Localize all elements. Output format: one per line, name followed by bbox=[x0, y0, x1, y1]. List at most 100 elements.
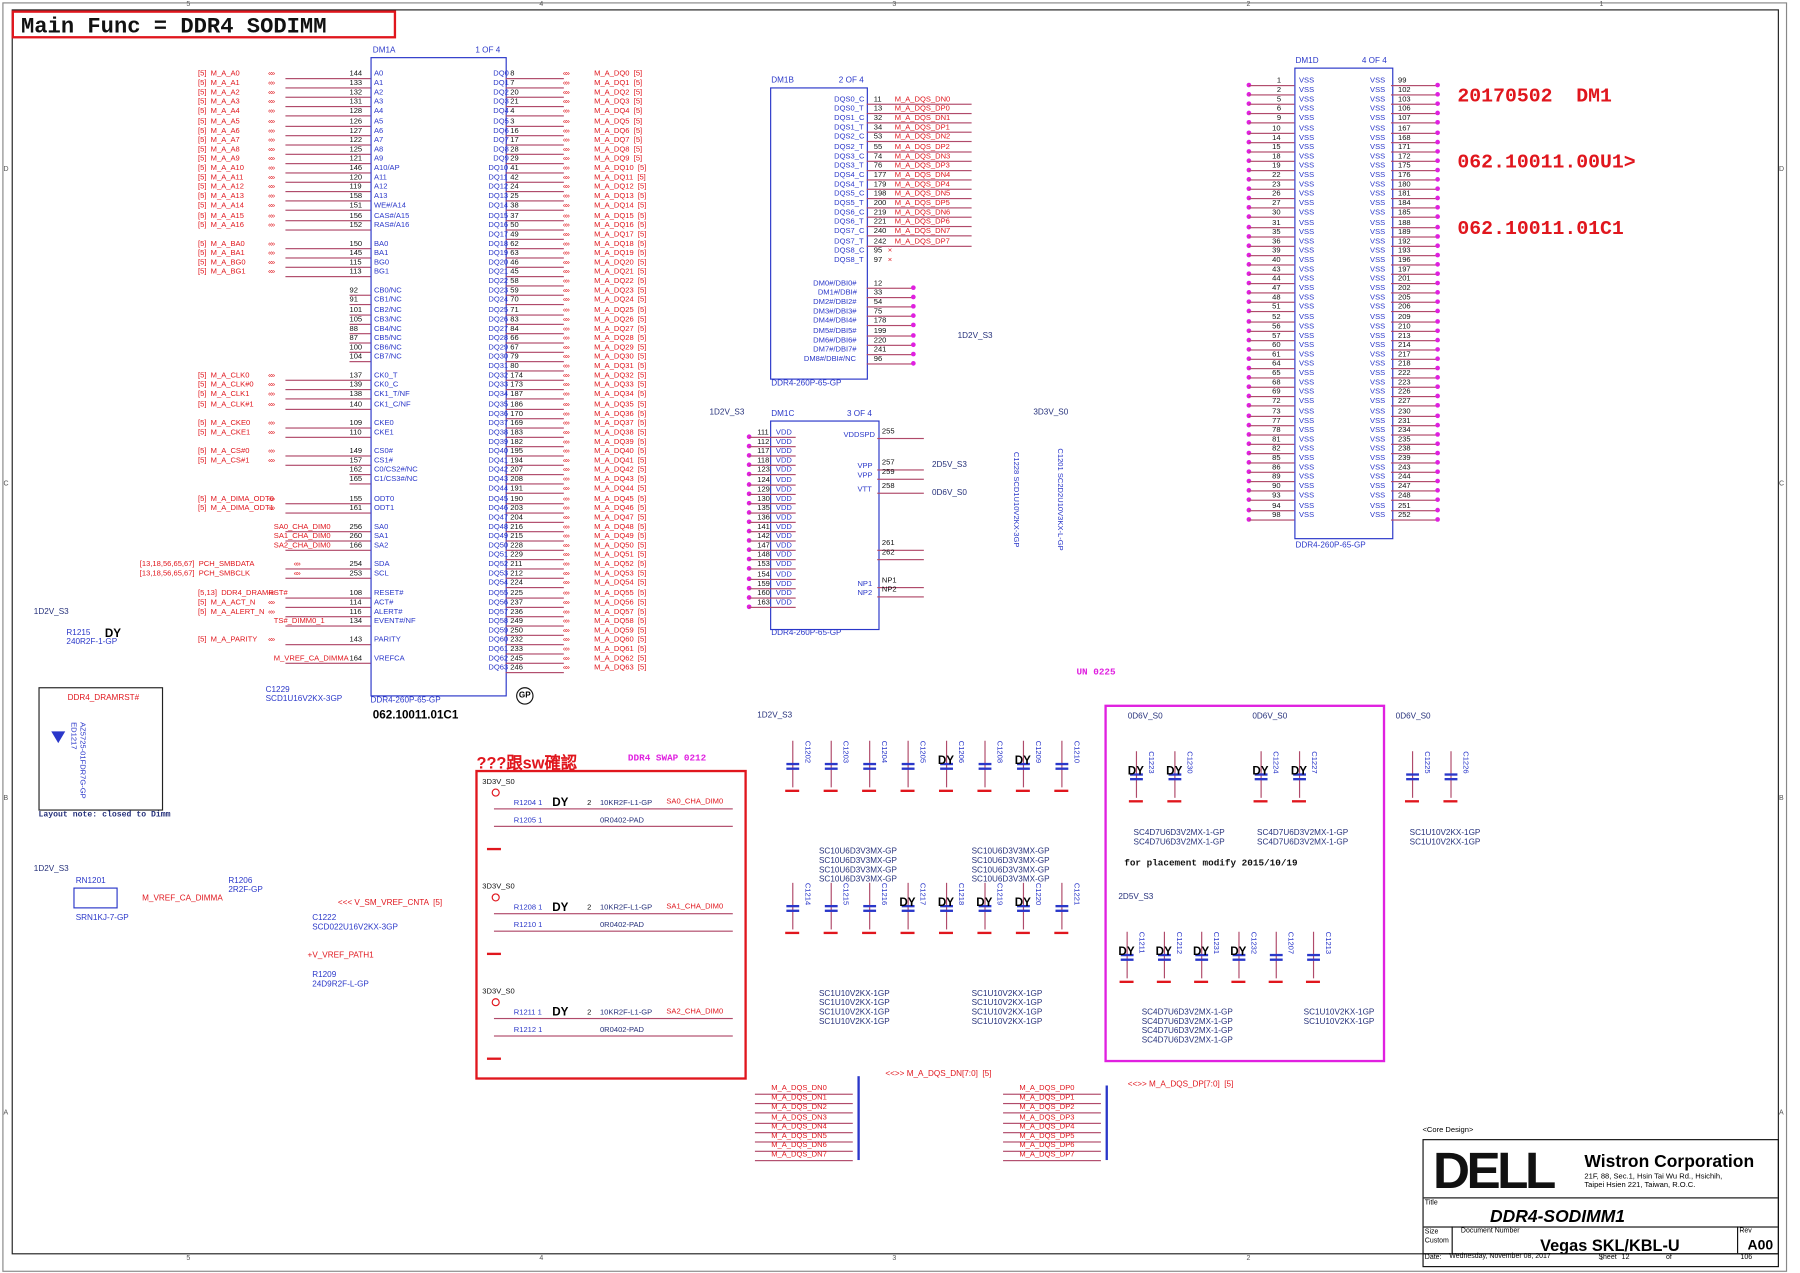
bus-dn-label[interactable]: <<>> M_A_DQS_DN[7:0] [5] bbox=[885, 1070, 992, 1079]
net-label[interactable]: M_A_DQ45 [5] bbox=[594, 494, 647, 503]
net-label[interactable]: M_A_DQS_DN6 bbox=[894, 208, 951, 217]
net-label[interactable]: M_A_DQS_DP7 bbox=[1019, 1151, 1075, 1160]
net-label[interactable]: [5] M_A_A8 bbox=[198, 145, 240, 154]
net-label[interactable]: M_A_DQ23 [5] bbox=[594, 286, 647, 296]
net-label[interactable]: M_A_DQ10 [5] bbox=[594, 164, 647, 173]
net-label[interactable]: [5] M_A_A7 bbox=[198, 135, 240, 145]
net-label[interactable]: M_A_DQ52 [5] bbox=[594, 560, 647, 569]
dm1d-symbol[interactable] bbox=[1294, 67, 1394, 540]
net-label[interactable]: M_A_DQS_DP4 bbox=[1019, 1122, 1075, 1131]
net-label[interactable]: M_A_DQS_DP1 bbox=[894, 123, 950, 132]
net-label[interactable]: M_A_DQ55 [5] bbox=[594, 588, 647, 597]
net-label[interactable]: M_A_DQ50 [5] bbox=[594, 541, 647, 550]
net-label[interactable]: M_A_DQ58 [5] bbox=[594, 617, 647, 626]
net-label[interactable]: M_A_DQ29 [5] bbox=[594, 343, 647, 352]
net-label[interactable]: [5] M_A_CS#0 bbox=[198, 447, 250, 456]
net-label[interactable]: [5] M_A_CS#1 bbox=[198, 456, 250, 465]
net-label[interactable]: M_A_DQ2 [5] bbox=[594, 88, 643, 97]
net-label[interactable]: [5] M_A_BG1 bbox=[198, 267, 246, 277]
net-label[interactable]: [5] M_A_PARITY bbox=[198, 635, 258, 645]
net-label[interactable]: M_A_DQ4 [5] bbox=[594, 107, 643, 116]
net-label[interactable]: M_A_DQ62 [5] bbox=[594, 654, 647, 663]
net-label[interactable]: [5,13] DDR4_DRAMRST# bbox=[198, 588, 288, 597]
net-label[interactable]: M_A_DQS_DP7 bbox=[894, 237, 950, 246]
net-label[interactable]: [5] M_A_A5 bbox=[198, 117, 240, 126]
net-label[interactable]: M_A_DQS_DN6 bbox=[771, 1141, 827, 1150]
net-label[interactable]: M_A_DQ49 [5] bbox=[594, 532, 647, 541]
net-label[interactable]: M_A_DQ53 [5] bbox=[594, 569, 647, 579]
net-label[interactable]: M_A_DQS_DP2 bbox=[894, 142, 950, 151]
net-label[interactable]: M_A_DQ60 [5] bbox=[594, 635, 647, 645]
net-label[interactable]: M_A_DQ44 [5] bbox=[594, 484, 647, 494]
net-label[interactable]: M_VREF_CA_DIMMA bbox=[273, 654, 349, 663]
net-label[interactable]: M_A_DQ59 [5] bbox=[594, 626, 647, 635]
net-label[interactable]: M_A_DQ17 [5] bbox=[594, 230, 647, 239]
net-label[interactable]: [5] M_A_A13 bbox=[198, 192, 244, 201]
net-label[interactable]: M_A_DQ5 [5] bbox=[594, 117, 643, 126]
net-label[interactable]: M_A_DQS_DP4 bbox=[894, 180, 950, 189]
net-label[interactable]: M_A_DQ27 [5] bbox=[594, 324, 647, 333]
net-label[interactable]: [5] M_A_A16 bbox=[198, 220, 244, 229]
net-label[interactable]: M_A_DQ31 [5] bbox=[594, 362, 647, 371]
net-label[interactable]: M_A_DQ26 [5] bbox=[594, 315, 647, 324]
net-label[interactable]: M_A_DQ39 [5] bbox=[594, 437, 647, 446]
net-label[interactable]: SA0_CHA_DIM0 bbox=[666, 797, 724, 806]
net-label[interactable]: M_A_DQ15 [5] bbox=[594, 211, 647, 220]
net-label[interactable]: M_A_DQS_DP6 bbox=[894, 218, 950, 227]
net-label[interactable]: M_A_DQ13 [5] bbox=[594, 192, 647, 201]
net-label[interactable]: [5] M_A_CKE1 bbox=[198, 428, 251, 437]
dm1b-symbol[interactable] bbox=[770, 87, 868, 380]
net-label[interactable]: M_A_DQS_DN0 bbox=[894, 95, 951, 104]
net-label[interactable]: [5] M_A_A10 bbox=[198, 164, 244, 173]
net-label[interactable]: SA2_CHA_DIM0 bbox=[666, 1007, 724, 1016]
net-label[interactable]: M_A_DQ54 [5] bbox=[594, 579, 647, 588]
net-label[interactable]: M_A_DQ22 [5] bbox=[594, 277, 647, 286]
net-label[interactable]: M_A_DQ35 [5] bbox=[594, 400, 647, 409]
net-label[interactable]: M_A_DQ12 [5] bbox=[594, 183, 647, 192]
net-label[interactable]: M_A_DQS_DN7 bbox=[894, 227, 951, 236]
net-label[interactable]: M_A_DQS_DN5 bbox=[894, 189, 951, 198]
net-label[interactable]: M_A_DQS_DN5 bbox=[771, 1132, 827, 1141]
net-label[interactable]: [5] M_A_CKE0 bbox=[198, 418, 251, 428]
net-label[interactable]: M_A_DQ33 [5] bbox=[594, 381, 647, 390]
net-label[interactable]: TS#_DIMM0_1 bbox=[273, 617, 325, 626]
net-label[interactable]: SA0_CHA_DIM0 bbox=[273, 522, 331, 531]
net-label[interactable]: M_A_DQ21 [5] bbox=[594, 267, 647, 277]
net-label[interactable]: [13,18,56,65,67] PCH_SMBDATA bbox=[139, 560, 255, 569]
net-label[interactable]: M_A_DQ56 [5] bbox=[594, 598, 647, 607]
net-label[interactable]: M_A_DQS_DP3 bbox=[1019, 1112, 1075, 1122]
net-label[interactable]: [5] M_A_BA1 bbox=[198, 249, 245, 258]
net-label[interactable]: M_A_DQS_DP5 bbox=[894, 199, 950, 208]
net-label[interactable]: M_A_DQS_DN1 bbox=[894, 114, 951, 123]
net-label[interactable]: [5] M_A_CLK#1 bbox=[198, 400, 254, 409]
net-label[interactable]: M_A_DQS_DN4 bbox=[771, 1122, 827, 1131]
net-label[interactable]: M_A_DQS_DP0 bbox=[1019, 1084, 1075, 1093]
dm1c-symbol[interactable] bbox=[770, 420, 880, 631]
net-label[interactable]: M_A_DQ43 [5] bbox=[594, 475, 647, 484]
net-label[interactable]: M_A_DQ34 [5] bbox=[594, 390, 647, 399]
net-label[interactable]: [5] M_A_BG0 bbox=[198, 258, 246, 267]
net-label[interactable]: M_A_DQ8 [5] bbox=[594, 145, 643, 154]
net-label[interactable]: [5] M_A_ACT_N bbox=[198, 598, 256, 607]
net-label[interactable]: [5] M_A_A6 bbox=[198, 126, 240, 135]
net-label[interactable]: [5] M_A_A14 bbox=[198, 201, 244, 211]
net-label[interactable]: [5] M_A_A1 bbox=[198, 79, 240, 88]
net-label[interactable]: M_A_DQ0 [5] bbox=[594, 69, 643, 79]
net-label[interactable]: M_A_DQS_DN2 bbox=[894, 133, 951, 142]
net-label[interactable]: [5] M_A_A4 bbox=[198, 107, 240, 116]
net-label[interactable]: M_A_DQ14 [5] bbox=[594, 201, 647, 211]
net-label[interactable]: M_A_DQ36 [5] bbox=[594, 409, 647, 418]
net-label[interactable]: SA1_CHA_DIM0 bbox=[273, 532, 331, 541]
net-label[interactable]: M_A_DQ16 [5] bbox=[594, 220, 647, 229]
net-label[interactable]: M_A_DQ42 [5] bbox=[594, 466, 647, 475]
net-label[interactable]: M_A_DQS_DP1 bbox=[1019, 1093, 1075, 1103]
net-label[interactable]: M_A_DQ7 [5] bbox=[594, 135, 643, 145]
net-label[interactable]: M_A_DQS_DN7 bbox=[771, 1151, 827, 1160]
net-label[interactable]: [13,18,56,65,67] PCH_SMBCLK bbox=[139, 569, 251, 579]
net-label[interactable]: [5] M_A_A12 bbox=[198, 183, 244, 192]
net-label[interactable]: M_A_DQ57 [5] bbox=[594, 607, 647, 616]
net-label[interactable]: M_A_DQ9 [5] bbox=[594, 154, 643, 163]
net-label[interactable]: M_A_DQS_DN0 bbox=[771, 1084, 827, 1093]
net-label[interactable]: [5] M_A_DIMA_ODT0 bbox=[198, 494, 274, 503]
net-label[interactable]: M_A_DQ46 [5] bbox=[594, 503, 647, 512]
